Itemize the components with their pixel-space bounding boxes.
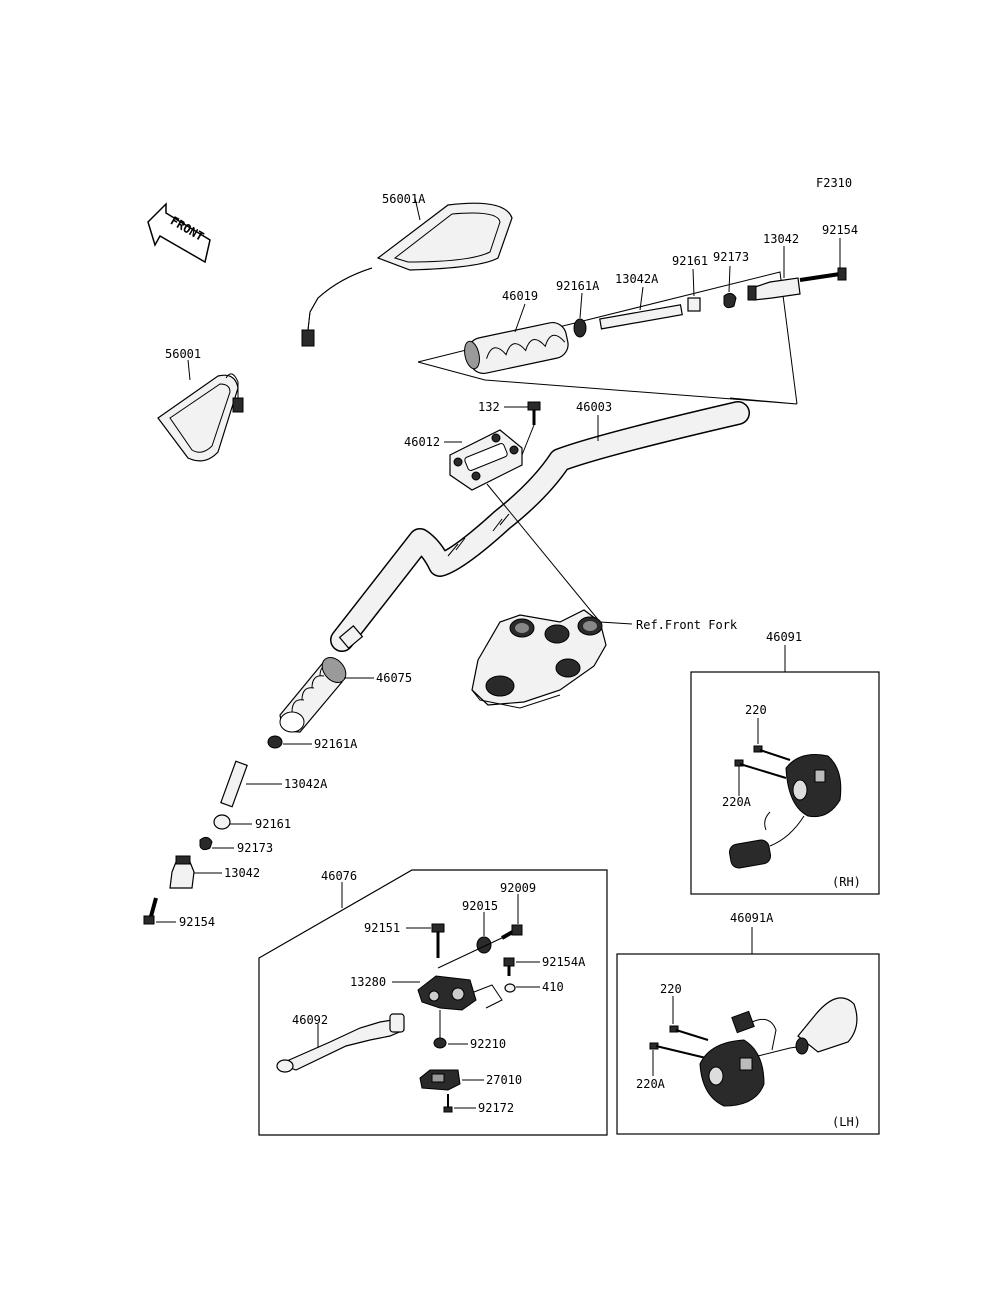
bar-end-weight-left — [169, 855, 195, 889]
label-13042-left: 13042 — [224, 866, 260, 880]
reference-note: Ref.Front Fork — [636, 618, 738, 632]
nut-410 — [504, 983, 516, 993]
label-92161A-top: 92161A — [556, 279, 600, 293]
label-410: 410 — [542, 980, 564, 994]
label-46091A: 46091A — [730, 911, 774, 925]
label-56001: 56001 — [165, 347, 201, 361]
label-46091: 46091 — [766, 630, 802, 644]
label-46003: 46003 — [576, 400, 612, 414]
handlebar-46003 — [330, 401, 750, 652]
damper-92161-top — [687, 297, 701, 312]
clutch-lever-46092 — [276, 1013, 405, 1073]
label-92151: 92151 — [364, 921, 400, 935]
left-switch-housing — [699, 997, 858, 1107]
bolt-132 — [527, 401, 541, 425]
label-220-lh: 220 — [660, 982, 682, 996]
label-220A-rh: 220A — [722, 795, 752, 809]
label-132: 132 — [478, 400, 500, 414]
label-92161-left: 92161 — [255, 817, 291, 831]
label-92161-top: 92161 — [672, 254, 708, 268]
nut-92161A-left — [267, 735, 283, 749]
weight-rod-top — [599, 304, 683, 330]
throttle-grip-top — [464, 322, 569, 374]
switch-rh-box — [690, 671, 880, 895]
left-grip-46075 — [279, 625, 364, 733]
label-13042A-left: 13042A — [284, 777, 328, 791]
nut-92161A-top — [573, 318, 587, 338]
label-92172: 92172 — [478, 1101, 514, 1115]
damper-92161-left — [213, 814, 231, 830]
weight-rod-left — [220, 760, 248, 808]
label-13280: 13280 — [350, 975, 386, 989]
clip-92173-left — [199, 836, 213, 851]
label-46012: 46012 — [404, 435, 440, 449]
clutch-assembly-box — [258, 869, 608, 1136]
label-46075: 46075 — [376, 671, 412, 685]
screw-92154-left — [143, 897, 158, 925]
label-220-rh: 220 — [745, 703, 767, 717]
label-92154-left: 92154 — [179, 915, 215, 929]
mirror-right — [301, 202, 513, 347]
label-27010: 27010 — [486, 1073, 522, 1087]
clip-92173-top — [723, 292, 737, 309]
tag-rh: (RH) — [832, 875, 861, 889]
label-220A-lh: 220A — [636, 1077, 666, 1091]
screw-220A-lh — [649, 1042, 707, 1059]
screw-220A-rh — [734, 759, 787, 779]
screw-92154-top — [799, 267, 847, 282]
diagram-code: F2310 — [816, 176, 852, 190]
screw-92154A — [503, 957, 515, 976]
label-92173-top: 92173 — [713, 250, 749, 264]
label-56001A: 56001A — [382, 192, 426, 206]
label-92173-left: 92173 — [237, 841, 273, 855]
right-switch-housing — [728, 754, 842, 869]
bolt-92151 — [431, 923, 445, 958]
label-13042-top: 13042 — [763, 232, 799, 246]
mirror-left — [157, 373, 244, 462]
switch-lh-box — [616, 953, 880, 1135]
front-fork-bracket — [471, 609, 607, 709]
label-46092: 46092 — [292, 1013, 328, 1027]
screw-220-rh — [753, 745, 791, 761]
tag-lh: (LH) — [832, 1115, 861, 1129]
washer-92015 — [476, 936, 492, 954]
label-92009: 92009 — [500, 881, 536, 895]
label-13042A-top: 13042A — [615, 272, 659, 286]
bar-end-weight-top — [747, 277, 801, 301]
screw-92172 — [443, 1094, 453, 1113]
front-arrow-icon: FRONT — [147, 202, 211, 264]
label-92210: 92210 — [470, 1037, 506, 1051]
label-92161A-left: 92161A — [314, 737, 358, 751]
lever-holder-13280 — [417, 975, 503, 1011]
switch-27010 — [419, 1069, 461, 1091]
label-92154A: 92154A — [542, 955, 586, 969]
label-46019-top: 46019 — [502, 289, 538, 303]
nut-92210 — [433, 1037, 447, 1049]
screw-220-lh — [669, 1025, 709, 1041]
label-92015: 92015 — [462, 899, 498, 913]
holder-46012 — [449, 429, 523, 491]
label-46076: 46076 — [321, 869, 357, 883]
label-92154-top: 92154 — [822, 223, 858, 237]
